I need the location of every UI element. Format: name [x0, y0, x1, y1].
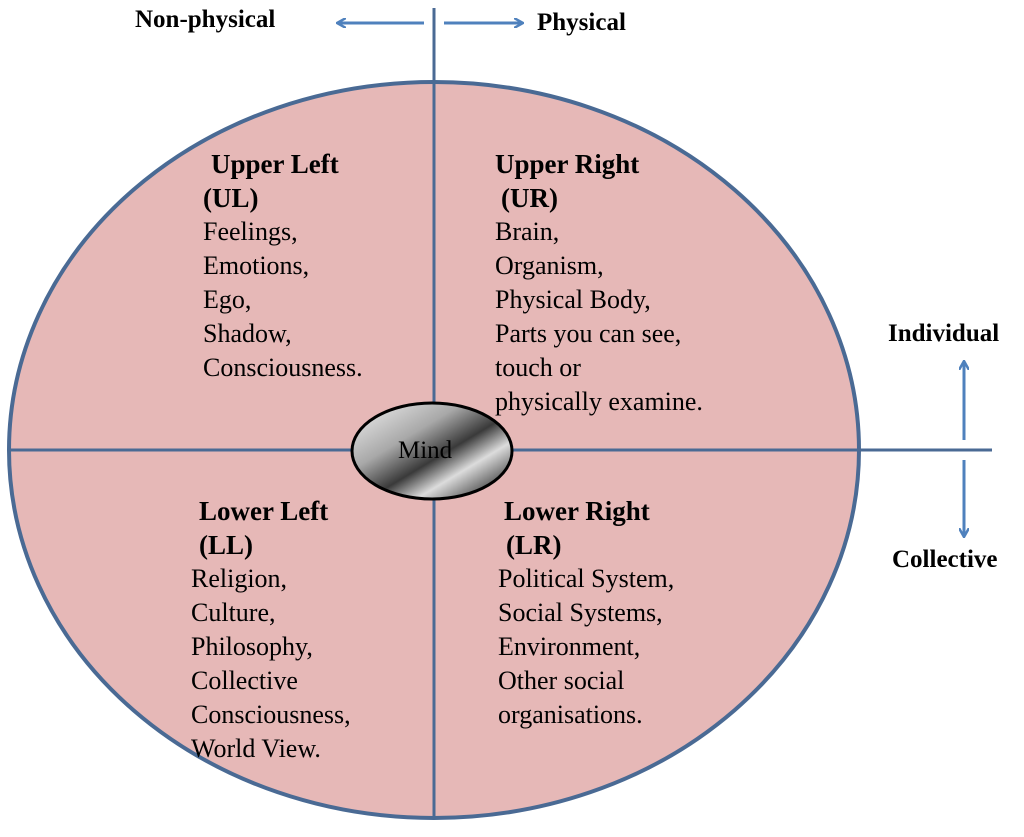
quadrant-upper-left: Upper Left (UL) Feelings, Emotions, Ego,…	[203, 147, 363, 385]
quadrant-upper-right: Upper Right (UR) Brain, Organism, Physic…	[495, 147, 703, 419]
quadrant-title: Lower Right	[504, 496, 650, 526]
quadrant-lower-right: Lower Right (LR) Political System, Socia…	[498, 494, 674, 732]
list-item: Parts you can see,	[495, 319, 682, 348]
list-item: Physical Body,	[495, 285, 651, 314]
quadrant-abbr: (UR)	[501, 183, 558, 213]
mind-label: Mind	[398, 437, 453, 464]
list-item: Shadow,	[203, 319, 292, 348]
quadrant-title: Upper Left	[211, 149, 339, 179]
quadrant-abbr: (LL)	[199, 530, 253, 560]
list-item: organisations.	[498, 700, 643, 729]
non-physical-label: Non-physical	[135, 6, 276, 33]
physical-label: Physical	[537, 9, 626, 36]
quadrant-title: Upper Right	[495, 149, 640, 179]
list-item: Feelings,	[203, 217, 298, 246]
list-item: Environment,	[498, 632, 641, 661]
list-item: Organism,	[495, 251, 604, 280]
quadrant-lower-left: Lower Left (LL) Religion, Culture, Philo…	[191, 494, 351, 766]
list-item: Consciousness.	[203, 353, 363, 382]
list-item: physically examine.	[495, 387, 703, 416]
list-item: Other social	[498, 666, 625, 695]
list-item: Collective	[191, 666, 298, 695]
list-item: Emotions,	[203, 251, 310, 280]
collective-label: Collective	[892, 546, 998, 573]
quadrant-abbr: (UL)	[203, 183, 259, 213]
list-item: Social Systems,	[498, 598, 663, 627]
quadrant-abbr: (LR)	[506, 530, 562, 560]
list-item: touch or	[495, 353, 581, 382]
list-item: Philosophy,	[191, 632, 313, 661]
list-item: Political System,	[498, 564, 675, 593]
list-item: Consciousness,	[191, 700, 351, 729]
quadrant-title: Lower Left	[199, 496, 329, 526]
list-item: Culture,	[191, 598, 276, 627]
individual-label: Individual	[888, 320, 1000, 347]
list-item: Ego,	[203, 285, 252, 314]
mind-oval	[350, 401, 514, 501]
list-item: Religion,	[191, 564, 288, 593]
list-item: Brain,	[495, 217, 560, 246]
list-item: World View.	[191, 734, 321, 763]
